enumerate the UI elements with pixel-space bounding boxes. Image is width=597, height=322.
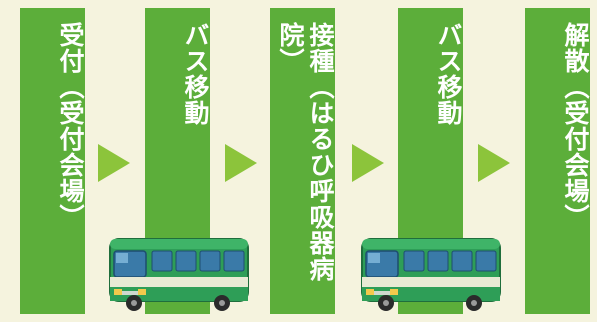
step-label: バス移動 (181, 22, 210, 126)
step-label: 解散（受付会場） (561, 22, 590, 230)
arrow-right-icon (98, 144, 130, 182)
arrow-right-icon (225, 144, 257, 182)
bus-body (361, 238, 501, 302)
arrow-right-icon (352, 144, 384, 182)
step-dismissal: 解散（受付会場） (525, 8, 590, 314)
step-label: 接種（はるひ呼吸器病院） (276, 22, 335, 282)
step-reception: 受付（受付会場） (20, 8, 85, 314)
step-label: バス移動 (434, 22, 463, 126)
arrow-right-icon (478, 144, 510, 182)
step-label: 受付（受付会場） (56, 22, 85, 230)
bus-body (109, 238, 249, 302)
bus-icon (109, 238, 249, 311)
bus-icon (361, 238, 501, 311)
step-vaccination: 接種（はるひ呼吸器病院） (270, 8, 335, 314)
